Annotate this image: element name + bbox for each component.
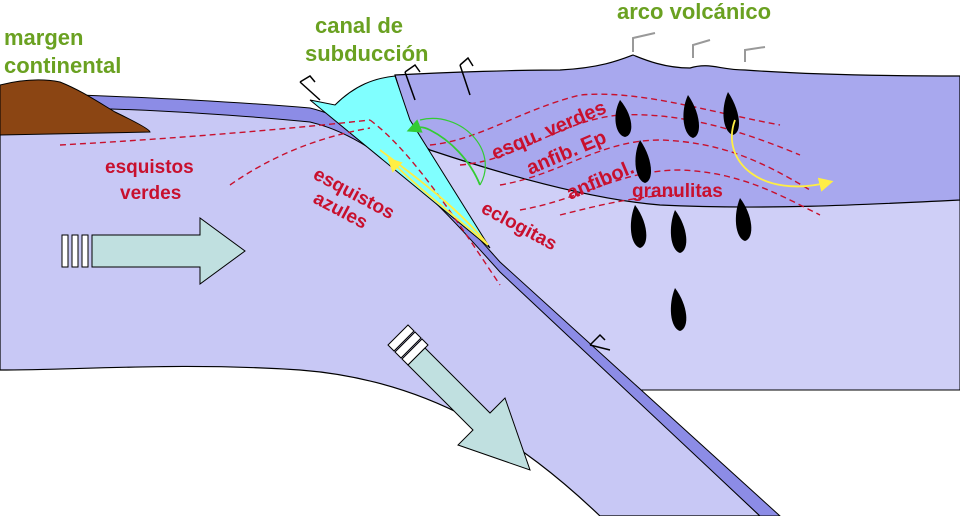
esquistos-verdes-label-1: esquistos <box>105 157 194 178</box>
plate-motion-arrow-icon <box>61 217 246 285</box>
granulitas-label: granulitas <box>632 181 723 202</box>
slab-motion-arrow-icon <box>387 324 531 471</box>
fault-flag-icon <box>299 56 611 351</box>
channel-label-line2: subducción <box>305 41 428 66</box>
continental-crust <box>394 54 960 208</box>
magma-drop-icon <box>615 92 752 331</box>
arc-label: arco volcánico <box>617 0 771 24</box>
esquistos-verdes-label-2: verdes <box>120 183 181 204</box>
isograd-lines <box>59 93 821 286</box>
volcano-smoke-icon <box>632 32 766 62</box>
channel-label-line1: canal de <box>315 13 403 38</box>
slab-crust-layer <box>79 94 781 516</box>
pt-paths <box>379 117 834 246</box>
margin-label-line1: margen <box>4 25 83 50</box>
continental-margin-sediment <box>0 79 151 136</box>
margin-label-line2: continental <box>4 53 121 78</box>
